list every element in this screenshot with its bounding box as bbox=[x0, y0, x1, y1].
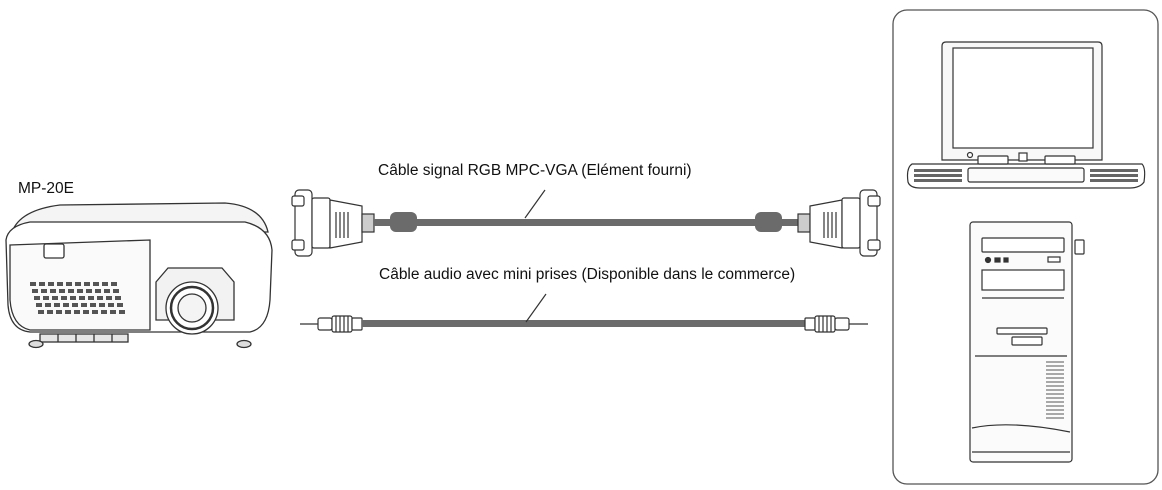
mini-plug-right bbox=[804, 315, 868, 333]
audio-cable bbox=[300, 293, 868, 333]
vga-connector-right bbox=[797, 189, 881, 257]
rgb-cable-segment bbox=[374, 219, 390, 226]
projector-model-label: MP-20E bbox=[18, 180, 74, 197]
vga-connector-left bbox=[291, 189, 375, 257]
ferrite-core-right bbox=[755, 212, 782, 232]
rgb-cable-segment bbox=[782, 219, 798, 226]
projector-illustration bbox=[5, 202, 273, 349]
rgb-cable bbox=[291, 189, 881, 257]
audio-cable-line bbox=[362, 320, 805, 327]
laptop-illustration bbox=[906, 41, 1146, 189]
rgb-cable-segment bbox=[417, 219, 755, 226]
projector-vent-grille bbox=[30, 282, 125, 314]
desktop-tower-illustration bbox=[969, 221, 1085, 463]
audio-label-leader-line bbox=[525, 293, 547, 323]
ferrite-core-left bbox=[390, 212, 417, 232]
mini-plug-left bbox=[300, 315, 363, 333]
rgb-cable-label: Câble signal RGB MPC-VGA (Elément fourni… bbox=[378, 162, 692, 179]
rgb-label-leader-line bbox=[524, 189, 546, 219]
audio-cable-label: Câble audio avec mini prises (Disponible… bbox=[379, 266, 796, 283]
